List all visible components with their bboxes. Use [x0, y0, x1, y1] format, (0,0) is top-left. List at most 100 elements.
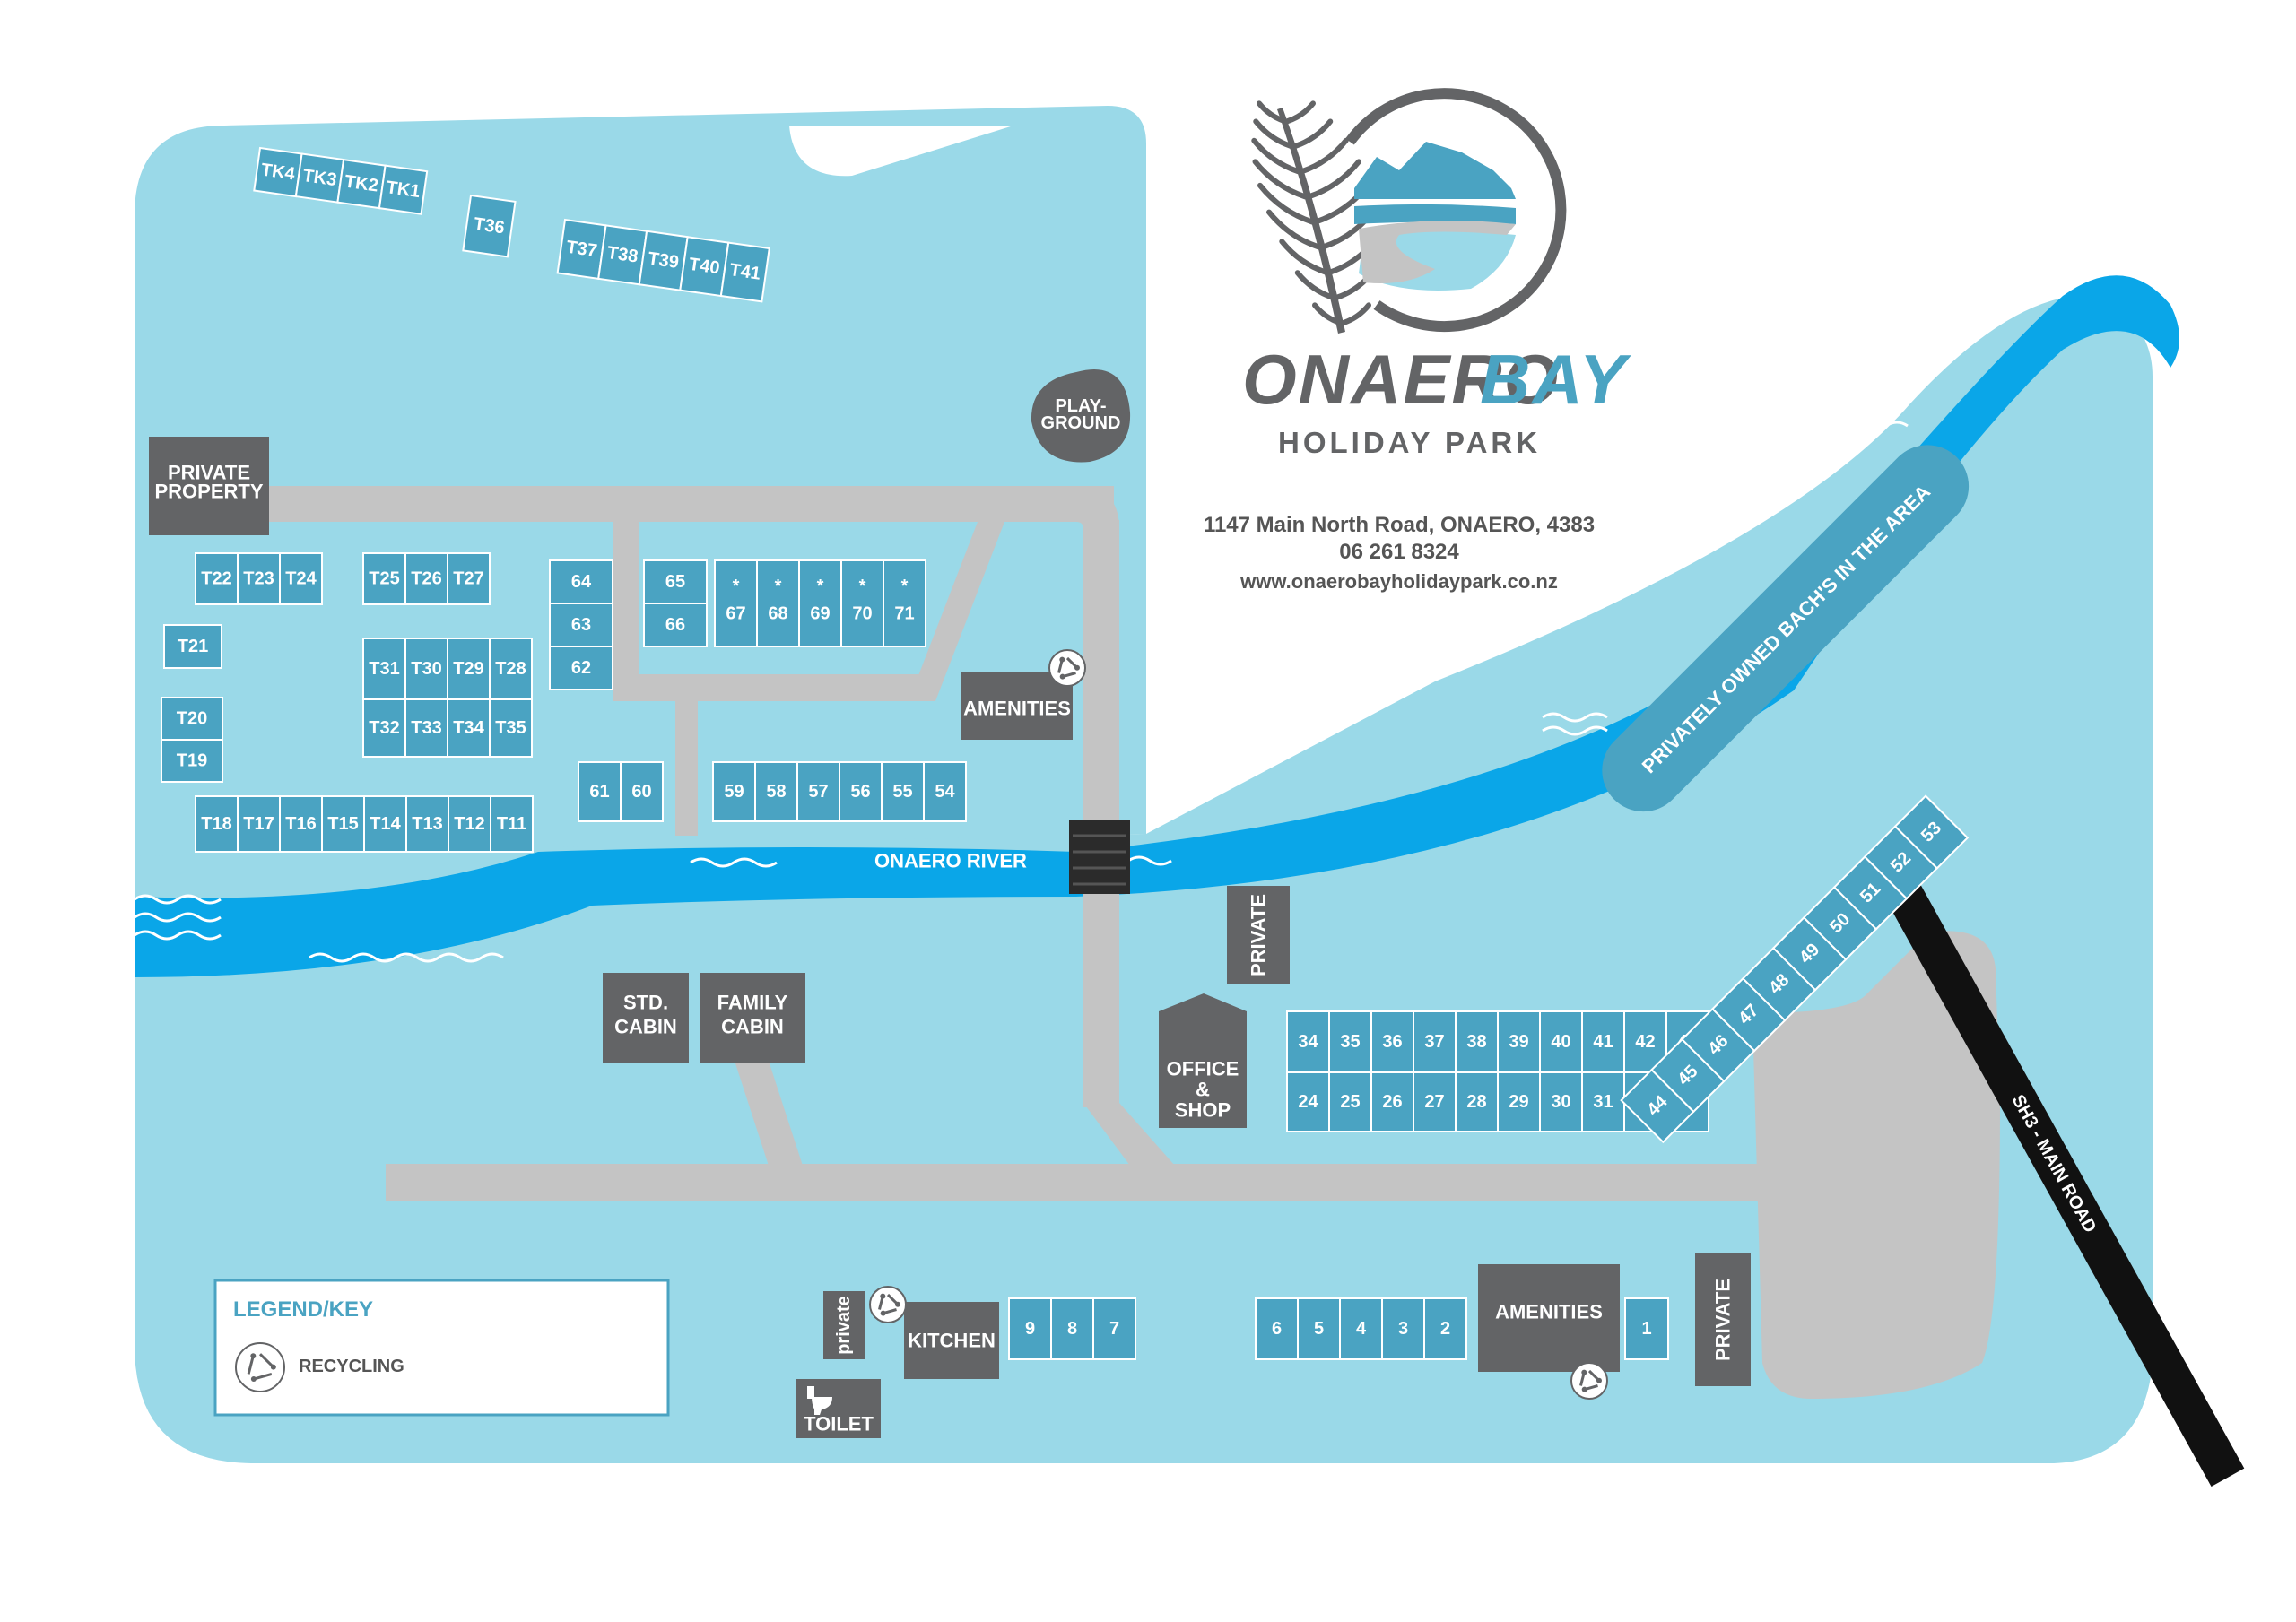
site-39[interactable]: 39 — [1497, 1010, 1541, 1073]
toilet[interactable]: TOILET — [796, 1379, 881, 1438]
site-69[interactable]: *69 — [798, 559, 842, 647]
site-25[interactable]: 25 — [1328, 1071, 1372, 1132]
site-56[interactable]: 56 — [839, 761, 883, 822]
site-30[interactable]: 30 — [1539, 1071, 1583, 1132]
site-box — [362, 638, 406, 700]
site-t18[interactable]: T18 — [195, 795, 239, 853]
site-34[interactable]: 34 — [1286, 1010, 1330, 1073]
site-68[interactable]: *68 — [756, 559, 800, 647]
family-cabin[interactable]: FAMILY CABIN — [700, 973, 805, 1063]
site-5[interactable]: 5 — [1297, 1297, 1341, 1360]
private-building-small[interactable]: private — [823, 1291, 865, 1359]
site-tk4[interactable]: TK4 — [253, 146, 303, 198]
site-63[interactable]: 63 — [549, 603, 613, 647]
site-t40[interactable]: T40 — [679, 236, 730, 298]
site-t41[interactable]: T41 — [719, 241, 770, 303]
site-54[interactable]: 54 — [923, 761, 967, 822]
site-t28[interactable]: T28 — [489, 638, 533, 700]
site-65[interactable]: 65 — [643, 559, 708, 604]
site-t19[interactable]: T19 — [161, 739, 223, 783]
site-50[interactable]: 50 — [1802, 886, 1878, 961]
site-label: T38 — [606, 243, 639, 267]
site-37[interactable]: 37 — [1413, 1010, 1457, 1073]
site-60[interactable]: 60 — [620, 761, 664, 822]
site-tk1[interactable]: TK1 — [378, 164, 429, 215]
site-t14[interactable]: T14 — [363, 795, 407, 853]
site-t30[interactable]: T30 — [404, 638, 448, 700]
site-24[interactable]: 24 — [1286, 1071, 1330, 1132]
site-27[interactable]: 27 — [1413, 1071, 1457, 1132]
site-55[interactable]: 55 — [881, 761, 925, 822]
private-building-east[interactable]: PRIVATE — [1227, 886, 1290, 984]
site-71[interactable]: *71 — [883, 559, 926, 647]
site-40[interactable]: 40 — [1539, 1010, 1583, 1073]
site-t25[interactable]: T25 — [362, 552, 406, 605]
site-8[interactable]: 8 — [1050, 1297, 1094, 1360]
site-3[interactable]: 3 — [1381, 1297, 1425, 1360]
private-property[interactable]: PRIVATE PROPERTY — [149, 437, 269, 535]
site-label: T19 — [177, 751, 207, 771]
site-1[interactable]: 1 — [1624, 1297, 1669, 1360]
site-41[interactable]: 41 — [1581, 1010, 1625, 1073]
site-t35[interactable]: T35 — [489, 698, 533, 758]
site-7[interactable]: 7 — [1092, 1297, 1136, 1360]
amenities-south[interactable]: AMENITIES — [1478, 1264, 1620, 1372]
site-26[interactable]: 26 — [1370, 1071, 1414, 1132]
site-t24[interactable]: T24 — [279, 552, 323, 605]
site-t26[interactable]: T26 — [404, 552, 448, 605]
site-44[interactable]: 44 — [1620, 1068, 1695, 1144]
site-35[interactable]: 35 — [1328, 1010, 1372, 1073]
site-36[interactable]: 36 — [1370, 1010, 1414, 1073]
site-t23[interactable]: T23 — [237, 552, 281, 605]
site-tk3[interactable]: TK3 — [294, 152, 345, 204]
site-t27[interactable]: T27 — [447, 552, 491, 605]
site-70[interactable]: *70 — [840, 559, 884, 647]
site-61[interactable]: 61 — [578, 761, 622, 822]
site-62[interactable]: 62 — [549, 646, 613, 690]
site-t32[interactable]: T32 — [362, 698, 406, 758]
site-t11[interactable]: T11 — [490, 795, 534, 853]
site-t22[interactable]: T22 — [195, 552, 239, 605]
site-58[interactable]: 58 — [754, 761, 798, 822]
private-building-south[interactable]: PRIVATE — [1695, 1253, 1751, 1386]
site-t38[interactable]: T38 — [597, 224, 648, 286]
site-t29[interactable]: T29 — [447, 638, 491, 700]
site-t21[interactable]: T21 — [163, 624, 222, 669]
site-t31[interactable]: T31 — [362, 638, 406, 700]
site-52[interactable]: 52 — [1863, 825, 1939, 900]
site-28[interactable]: 28 — [1455, 1071, 1499, 1132]
site-66[interactable]: 66 — [643, 603, 708, 647]
site-t15[interactable]: T15 — [321, 795, 365, 853]
site-t16[interactable]: T16 — [279, 795, 323, 853]
site-45[interactable]: 45 — [1650, 1037, 1726, 1114]
site-53[interactable]: 53 — [1893, 794, 1970, 870]
site-t36[interactable]: T36 — [462, 194, 517, 258]
std-cabin[interactable]: STD. CABIN — [603, 973, 689, 1063]
playground[interactable]: PLAY- GROUND — [1031, 369, 1131, 463]
site-tk2[interactable]: TK2 — [336, 158, 387, 210]
site-t17[interactable]: T17 — [237, 795, 281, 853]
site-59[interactable]: 59 — [712, 761, 756, 822]
site-t12[interactable]: T12 — [448, 795, 491, 853]
site-67[interactable]: *67 — [714, 559, 758, 647]
site-6[interactable]: 6 — [1255, 1297, 1299, 1360]
svg-text:AMENITIES: AMENITIES — [1495, 1301, 1603, 1323]
site-2[interactable]: 2 — [1423, 1297, 1467, 1360]
site-t20[interactable]: T20 — [161, 697, 223, 741]
site-t39[interactable]: T39 — [638, 230, 689, 291]
site-9[interactable]: 9 — [1008, 1297, 1052, 1360]
site-38[interactable]: 38 — [1455, 1010, 1499, 1073]
site-31[interactable]: 31 — [1581, 1071, 1625, 1132]
site-t13[interactable]: T13 — [405, 795, 449, 853]
site-64[interactable]: 64 — [549, 559, 613, 604]
amenities-north[interactable]: AMENITIES — [961, 672, 1073, 740]
site-t34[interactable]: T34 — [447, 698, 491, 758]
office-and-shop[interactable]: OFFICE & SHOP — [1159, 993, 1247, 1128]
site-t37[interactable]: T37 — [556, 218, 607, 280]
site-46[interactable]: 46 — [1681, 1007, 1756, 1083]
site-4[interactable]: 4 — [1339, 1297, 1383, 1360]
site-t33[interactable]: T33 — [404, 698, 448, 758]
site-29[interactable]: 29 — [1497, 1071, 1541, 1132]
site-57[interactable]: 57 — [796, 761, 840, 822]
kitchen[interactable]: KITCHEN — [904, 1302, 999, 1379]
